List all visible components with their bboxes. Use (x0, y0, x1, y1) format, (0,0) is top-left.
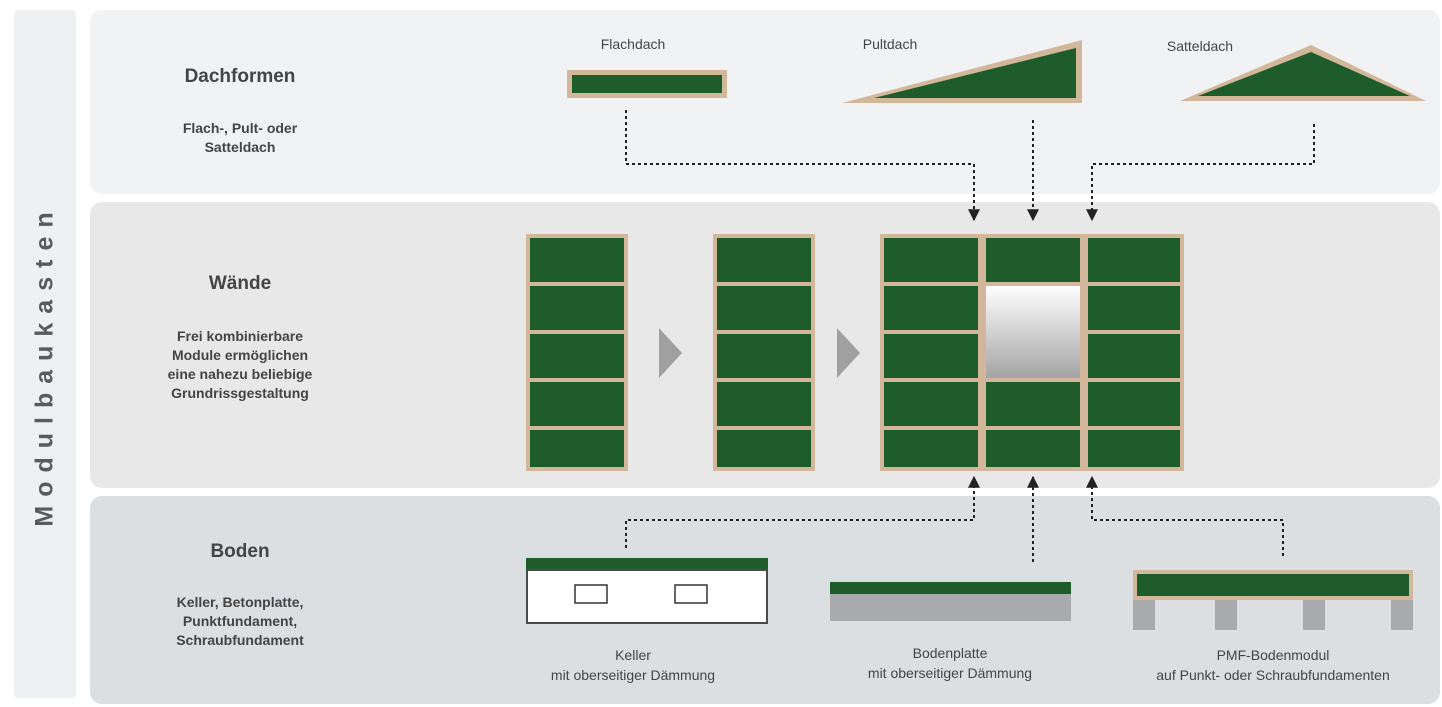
keller-icon (526, 558, 768, 624)
pmf-name: PMF-Bodenmodul (1216, 647, 1330, 663)
satteldach-icon (1180, 45, 1426, 101)
walls-title: Wände (208, 273, 272, 294)
pmf-arrow (1086, 475, 1284, 556)
pmf-label: PMF-Bodenmodul auf Punkt- oder Schraubfu… (1123, 645, 1423, 685)
chevron-right-icon (659, 328, 682, 378)
roof-desc: Flach-, Pult- oder Satteldach (182, 120, 298, 155)
combined-wall (880, 234, 1184, 471)
bodenplatte-sub: mit oberseitiger Dämmung (867, 665, 1033, 681)
wall-module-1 (526, 234, 628, 471)
flachdach-icon (567, 70, 727, 98)
pmf-bodenmodul-icon (1133, 570, 1413, 630)
keller-arrow (625, 475, 980, 548)
pultdach-label: Pultdach (862, 36, 918, 52)
roof-arrows (625, 110, 1315, 222)
bodenplatte-name: Bodenplatte (912, 645, 988, 661)
roof-title: Dachformen (184, 66, 296, 87)
walls-desc: Frei kombinierbare Module ermöglichen ei… (167, 328, 313, 401)
pmf-sub: auf Punkt- oder Schraubfundamenten (1156, 667, 1390, 683)
bodenplatte-icon (830, 582, 1071, 621)
keller-label: Keller mit oberseitiger Dämmung (533, 645, 733, 685)
floor-desc: Keller, Betonplatte, Punktfundament, Sch… (176, 594, 304, 648)
floor-title: Boden (210, 541, 270, 562)
keller-sub: mit oberseitiger Dämmung (550, 667, 716, 683)
wall-module-2 (713, 234, 815, 471)
floor-arrows (625, 475, 1284, 562)
sidebar (14, 10, 76, 698)
satteldach-label: Satteldach (1166, 38, 1234, 54)
flachdach-label: Flachdach (600, 36, 666, 52)
window-icon (986, 286, 1080, 378)
pultdach-icon (842, 40, 1082, 103)
flachdach-arrow (625, 110, 980, 222)
bodenplatte-label: Bodenplatte mit oberseitiger Dämmung (850, 643, 1050, 683)
keller-name: Keller (615, 647, 651, 663)
chevron-right-icon (837, 328, 860, 378)
satteldach-arrow (1086, 124, 1315, 222)
